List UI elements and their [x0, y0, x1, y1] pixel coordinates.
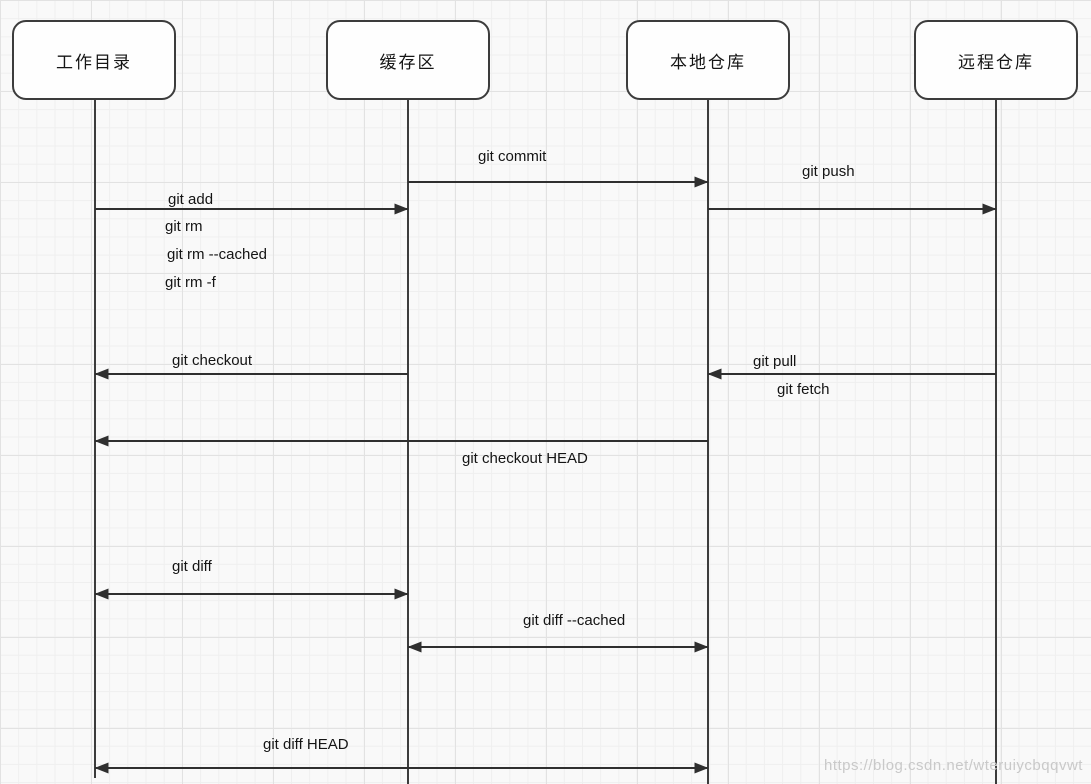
label-git-pull: git pull — [753, 353, 797, 370]
actor-local-repository: 本地仓库 — [626, 20, 790, 100]
actor-working-directory: 工作目录 — [12, 20, 176, 100]
lifeline-remote-repository — [995, 100, 997, 784]
label-git-diff-head: git diff HEAD — [263, 736, 349, 753]
actor-working-directory-label: 工作目录 — [56, 52, 132, 72]
label-git-checkout: git checkout — [172, 352, 253, 369]
actor-local-repository-label: 本地仓库 — [670, 52, 746, 72]
label-git-rm: git rm — [165, 218, 203, 235]
watermark-url: https://blog.csdn.net/wteruiycbqqvwt — [824, 757, 1083, 774]
label-git-commit: git commit — [478, 148, 547, 165]
actor-staging-area-label: 缓存区 — [379, 52, 437, 72]
label-git-add: git add — [168, 191, 214, 208]
label-git-diff: git diff — [172, 558, 212, 575]
label-git-checkout-head: git checkout HEAD — [462, 450, 588, 467]
label-git-rm-f: git rm -f — [165, 274, 216, 291]
label-git-diff-cached: git diff --cached — [523, 612, 626, 629]
label-git-rm-cached: git rm --cached — [167, 246, 268, 263]
actor-remote-repository: 远程仓库 — [914, 20, 1078, 100]
actor-staging-area: 缓存区 — [326, 20, 490, 100]
actor-remote-repository-label: 远程仓库 — [958, 52, 1034, 72]
label-git-fetch: git fetch — [777, 381, 830, 398]
label-git-push: git push — [802, 163, 855, 180]
